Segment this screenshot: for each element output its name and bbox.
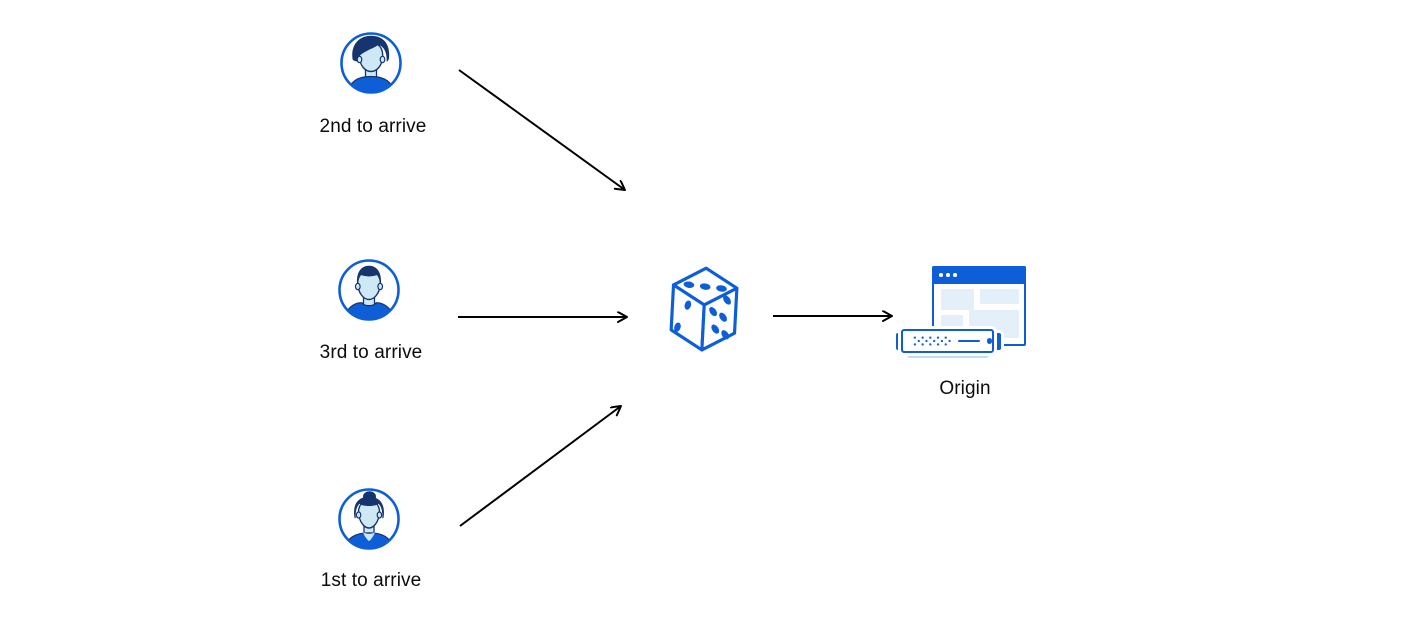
content-pane <box>941 315 963 326</box>
user-3rd-avatar <box>337 258 401 322</box>
server-icon <box>896 329 1001 361</box>
male-swept-hair-avatar-icon <box>340 32 402 94</box>
arrow-user2nd-to-dice <box>458 69 625 190</box>
browser-window-icon <box>932 266 1026 346</box>
user-2nd-avatar <box>339 31 403 95</box>
server-right-tab <box>994 333 1001 350</box>
dice-icon <box>669 266 739 352</box>
server-vent-dots-icon <box>913 336 951 346</box>
user-3rd-label: 3rd to arrive <box>319 342 423 363</box>
female-bun-hair-avatar-icon <box>338 488 400 550</box>
origin-label: Origin <box>939 378 991 399</box>
user-1st-avatar <box>337 487 401 551</box>
window-dot-icon <box>939 273 943 277</box>
content-pane <box>980 289 1019 304</box>
user-1st-label: 1st to arrive <box>320 570 422 591</box>
male-short-hair-avatar-icon <box>338 259 400 321</box>
content-pane <box>941 289 974 310</box>
server-front-panel <box>901 329 994 353</box>
user-2nd-label: 2nd to arrive <box>319 116 427 137</box>
window-dot-icon <box>953 273 957 277</box>
arrow-user1st-to-dice <box>459 406 621 527</box>
window-dot-icon <box>946 273 950 277</box>
server-shadow <box>907 353 989 358</box>
server-led-icon <box>986 338 992 344</box>
server-slot <box>957 339 980 343</box>
server-left-tab <box>896 333 903 350</box>
dice-node <box>665 263 742 355</box>
browser-title-bar <box>932 266 1026 284</box>
